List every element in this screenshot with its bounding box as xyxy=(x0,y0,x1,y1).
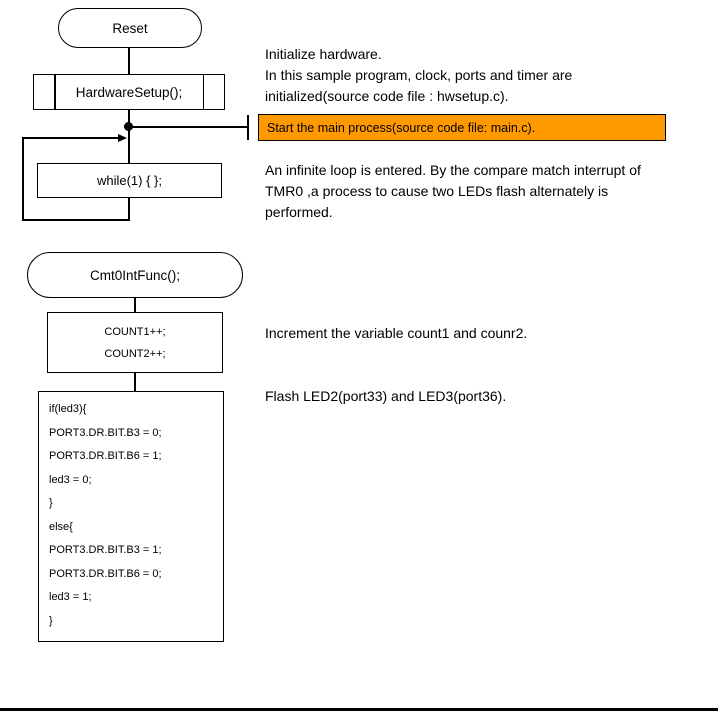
code-line: PORT3.DR.BIT.B6 = 1; xyxy=(49,450,162,462)
code-line: if(led3){ xyxy=(49,403,87,415)
annotation-infinite-loop: An infinite loop is entered. By the comp… xyxy=(265,160,641,223)
code-line: led3 = 0; xyxy=(49,473,92,486)
code-box: if(led3){ PORT3.DR.BIT.B3 = 0; PORT3.DR.… xyxy=(38,391,224,642)
start-main-label: Start the main process(source code file:… xyxy=(267,120,536,135)
connector-cmt0-count xyxy=(134,298,136,312)
junction-dot xyxy=(124,122,133,131)
bottom-divider xyxy=(0,708,718,711)
predefined-process-bar-left xyxy=(54,75,56,109)
code-line: PORT3.DR.BIT.B3 = 1; xyxy=(49,544,162,556)
code-line: PORT3.DR.BIT.B3 = 0; xyxy=(49,426,162,439)
annotation-flash: Flash LED2(port33) and LED3(port36). xyxy=(265,386,506,407)
loop-connector-bottom xyxy=(22,219,130,221)
code-line: PORT3.DR.BIT.B6 = 0; xyxy=(49,567,162,580)
annotation-increment: Increment the variable count1 and counr2… xyxy=(265,323,527,344)
count-line-2: COUNT2++; xyxy=(104,347,166,360)
loop-connector-down xyxy=(128,198,130,220)
annotation-line: Increment the variable count1 and counr2… xyxy=(265,325,528,341)
hwsetup-label: HardwareSetup(); xyxy=(75,84,183,100)
cmt0-label: Cmt0IntFunc(); xyxy=(89,267,181,283)
connector-dot-callout xyxy=(129,126,248,128)
code-line: } xyxy=(49,614,53,627)
code-line: led3 = 1; xyxy=(49,591,92,603)
annotation-line: initialized(source code file : hwsetup.c… xyxy=(265,88,509,104)
reset-label: Reset xyxy=(112,20,148,36)
hwsetup-process-box: HardwareSetup(); xyxy=(33,74,225,110)
annotation-line: TMR0 ,a process to cause two LEDs flash … xyxy=(265,183,609,199)
start-main-callout: Start the main process(source code file:… xyxy=(258,114,666,141)
count-box: COUNT1++; COUNT2++; xyxy=(47,312,223,373)
connector-hwsetup-while xyxy=(128,110,130,163)
while-label: while(1) { }; xyxy=(96,173,163,188)
loop-arrowhead-icon xyxy=(118,133,127,142)
loop-connector-left xyxy=(22,138,24,220)
loop-connector-top xyxy=(22,137,119,139)
code-line: } xyxy=(49,497,53,509)
annotation-line: Flash LED2(port33) and LED3(port36). xyxy=(265,388,507,404)
reset-terminal: Reset xyxy=(58,8,202,48)
callout-tick xyxy=(247,115,249,140)
annotation-line: performed. xyxy=(265,204,333,220)
connector-count-code xyxy=(134,373,136,391)
annotation-init-hw: Initialize hardware. In this sample prog… xyxy=(265,44,572,107)
annotation-line: An infinite loop is entered. By the comp… xyxy=(265,162,641,178)
annotation-line: In this sample program, clock, ports and… xyxy=(265,67,573,83)
predefined-process-bar-right xyxy=(202,75,204,109)
code-line: else{ xyxy=(49,520,73,533)
count-line-1: COUNT1++; xyxy=(104,325,166,338)
while-process-box: while(1) { }; xyxy=(37,163,222,198)
cmt0-terminal: Cmt0IntFunc(); xyxy=(27,252,243,298)
annotation-line: Initialize hardware. xyxy=(265,46,382,62)
connector-reset-hwsetup xyxy=(128,48,130,74)
